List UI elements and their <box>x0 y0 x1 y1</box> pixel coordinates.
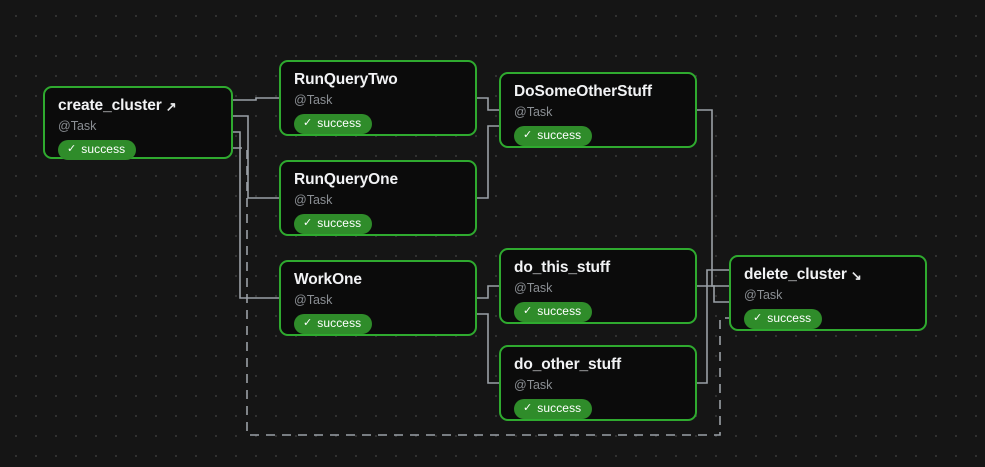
node-subtitle: @Task <box>744 288 783 302</box>
check-icon: ✓ <box>303 217 313 229</box>
status-badge-label: success <box>317 116 362 130</box>
node-title-text: RunQueryOne <box>294 171 398 188</box>
node-subtitle: @Task <box>294 193 333 207</box>
graph-node-create_cluster[interactable]: create_cluster ↗ @Task ✓ success <box>43 86 233 160</box>
status-badge-label: success <box>317 216 362 230</box>
node-title: DoSomeOtherStuff <box>514 83 683 101</box>
node-title: create_cluster ↗ <box>58 97 219 115</box>
node-title: do_other_stuff <box>514 356 683 374</box>
edge-create_cluster-RunQueryTwo <box>233 97 279 101</box>
edge-do_other_stuff-delete_cluster <box>697 269 729 384</box>
status-badge-label: success <box>81 142 126 156</box>
graph-node-RunQueryOne[interactable]: RunQueryOne @Task ✓ success <box>279 160 477 236</box>
check-icon: ✓ <box>303 117 313 129</box>
node-title-text: do_this_stuff <box>514 259 611 276</box>
node-title: delete_cluster ↘ <box>744 266 913 284</box>
graph-node-delete_cluster[interactable]: delete_cluster ↘ @Task ✓ success <box>729 255 927 331</box>
status-badge-label: success <box>537 128 582 142</box>
check-icon: ✓ <box>303 317 313 329</box>
edge-DoSomeOtherStuff-delete_cluster <box>697 109 729 287</box>
status-badge-label: success <box>767 311 812 325</box>
node-title: do_this_stuff <box>514 259 683 277</box>
graph-node-WorkOne[interactable]: WorkOne @Task ✓ success <box>279 260 477 336</box>
graph-node-do_this_stuff[interactable]: do_this_stuff @Task ✓ success <box>499 248 697 324</box>
arrow-down-right-icon: ↘ <box>850 267 862 283</box>
check-icon: ✓ <box>523 305 533 317</box>
node-subtitle: @Task <box>514 105 553 119</box>
edge-do_this_stuff-delete_cluster <box>697 285 729 303</box>
status-badge-label: success <box>537 304 582 318</box>
status-badge: ✓ success <box>294 114 373 134</box>
node-title-text: DoSomeOtherStuff <box>514 83 652 100</box>
node-title-text: RunQueryTwo <box>294 71 398 88</box>
status-badge: ✓ success <box>514 302 593 322</box>
check-icon: ✓ <box>67 143 77 155</box>
node-title-text: delete_cluster <box>744 266 847 283</box>
check-icon: ✓ <box>753 312 763 324</box>
node-subtitle: @Task <box>514 378 553 392</box>
status-badge-label: success <box>317 316 362 330</box>
check-icon: ✓ <box>523 402 533 414</box>
graph-node-do_other_stuff[interactable]: do_other_stuff @Task ✓ success <box>499 345 697 421</box>
status-badge: ✓ success <box>294 214 373 234</box>
node-title: RunQueryTwo <box>294 71 463 89</box>
status-badge: ✓ success <box>294 314 373 334</box>
node-title-text: WorkOne <box>294 271 362 288</box>
graph-node-RunQueryTwo[interactable]: RunQueryTwo @Task ✓ success <box>279 60 477 136</box>
node-title-text: create_cluster <box>58 97 162 114</box>
node-subtitle: @Task <box>514 281 553 295</box>
edge-create_cluster-WorkOne <box>233 131 279 299</box>
status-badge-label: success <box>537 401 582 415</box>
status-badge: ✓ success <box>58 140 137 160</box>
node-subtitle: @Task <box>294 293 333 307</box>
arrow-up-right-icon: ↗ <box>165 98 177 114</box>
edge-create_cluster-RunQueryOne <box>233 115 279 199</box>
edge-WorkOne-do_other_stuff <box>477 313 499 384</box>
status-badge: ✓ success <box>514 126 593 146</box>
node-subtitle: @Task <box>58 119 97 133</box>
node-title-text: do_other_stuff <box>514 356 622 373</box>
status-badge: ✓ success <box>514 399 593 419</box>
node-title: WorkOne <box>294 271 463 289</box>
edge-RunQueryOne-DoSomeOtherStuff <box>477 125 499 199</box>
graph-node-DoSomeOtherStuff[interactable]: DoSomeOtherStuff @Task ✓ success <box>499 72 697 148</box>
node-title: RunQueryOne <box>294 171 463 189</box>
check-icon: ✓ <box>523 129 533 141</box>
status-badge: ✓ success <box>744 309 823 329</box>
edge-RunQueryTwo-DoSomeOtherStuff <box>477 97 499 111</box>
node-subtitle: @Task <box>294 93 333 107</box>
edge-WorkOne-do_this_stuff <box>477 285 499 299</box>
